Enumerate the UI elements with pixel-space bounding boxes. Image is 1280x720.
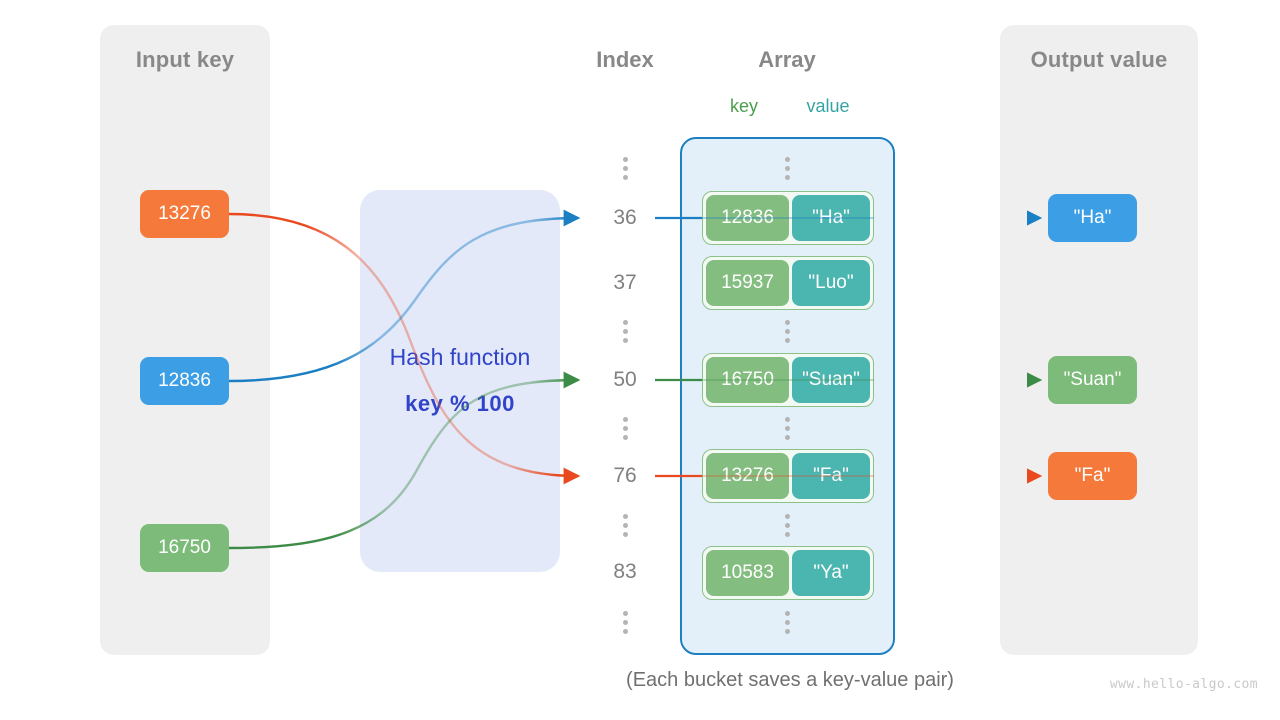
caption-text: (Each bucket saves a key-value pair) [626, 669, 954, 691]
index-label-36: 36 [613, 206, 637, 229]
array-ellipsis-bottom [784, 611, 790, 634]
output-value-box-suan[interactable]: "Suan" [1048, 356, 1137, 404]
input-key-box-16750[interactable]: 16750 [140, 524, 229, 572]
bucket-row[interactable]: 15937 "Luo" [702, 256, 874, 310]
index-column-header: Index [596, 47, 654, 72]
input-key-box-13276[interactable]: 13276 [140, 190, 229, 238]
bucket-key: 10583 [706, 550, 789, 596]
array-column-header: Array [758, 47, 816, 72]
watermark-text: www.hello-algo.com [1109, 677, 1258, 692]
index-label-37: 37 [613, 271, 637, 294]
index-ellipsis-bottom [622, 611, 628, 634]
value-subheader: value [806, 96, 850, 116]
bucket-value: "Luo" [792, 260, 870, 306]
bucket-row[interactable]: 13276 "Fa" [702, 449, 874, 503]
index-ellipsis-top [622, 157, 628, 180]
array-ellipsis-4 [784, 514, 790, 537]
index-ellipsis-2 [622, 320, 628, 343]
array-ellipsis-top [784, 157, 790, 180]
bucket-value: "Fa" [792, 453, 870, 499]
bucket-key: 13276 [706, 453, 789, 499]
array-ellipsis-3 [784, 417, 790, 440]
output-value-panel: Output value [1000, 25, 1198, 655]
bucket-row[interactable]: 16750 "Suan" [702, 353, 874, 407]
bucket-key: 16750 [706, 357, 789, 403]
index-label-76: 76 [613, 464, 637, 487]
index-ellipsis-3 [622, 417, 628, 440]
bucket-key: 15937 [706, 260, 789, 306]
output-value-box-fa[interactable]: "Fa" [1048, 452, 1137, 500]
index-label-50: 50 [613, 368, 637, 391]
bucket-value: "Ha" [792, 195, 870, 241]
bucket-value: "Ya" [792, 550, 870, 596]
bucket-row[interactable]: 10583 "Ya" [702, 546, 874, 600]
index-ellipsis-4 [622, 514, 628, 537]
bucket-key: 12836 [706, 195, 789, 241]
input-key-panel-title: Input key [135, 47, 235, 72]
input-key-box-12836[interactable]: 12836 [140, 357, 229, 405]
hash-function-title: Hash function [389, 344, 531, 370]
output-value-box-ha[interactable]: "Ha" [1048, 194, 1137, 242]
array-ellipsis-2 [784, 320, 790, 343]
index-label-83: 83 [613, 560, 637, 583]
bucket-row[interactable]: 12836 "Ha" [702, 191, 874, 245]
bucket-value: "Suan" [792, 357, 870, 403]
hash-function-expression: key % 100 [405, 391, 515, 416]
hash-function-box [360, 190, 560, 572]
output-value-panel-title: Output value [1030, 47, 1168, 72]
key-subheader: key [729, 96, 758, 116]
